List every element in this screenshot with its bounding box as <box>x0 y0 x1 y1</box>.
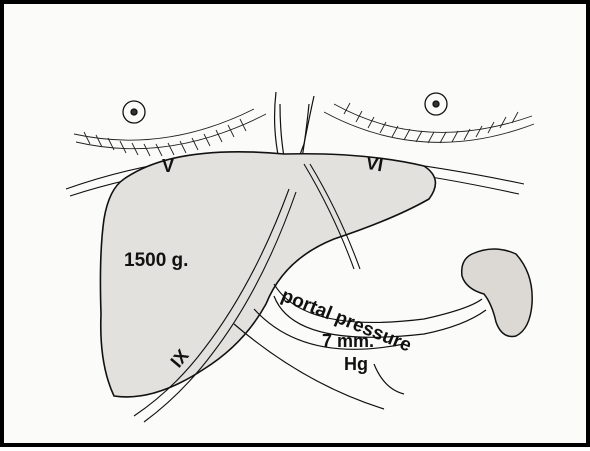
right-chest-hatching <box>324 103 534 143</box>
left-chest-hatching <box>74 109 266 156</box>
left-nipple <box>123 101 145 123</box>
rib-label-vi: VI <box>364 153 384 176</box>
rib-label-v: V <box>162 156 174 176</box>
liver-portal-illustration: 1500 g. V VI IX portal pressure 7 mm. Hg <box>4 4 590 451</box>
pressure-unit-label: Hg <box>344 354 368 374</box>
right-nipple <box>425 93 447 115</box>
pressure-value-label: 7 mm. <box>322 331 374 351</box>
spleen <box>462 249 532 336</box>
liver-mass-label: 1500 g. <box>124 250 188 271</box>
liver <box>100 152 435 397</box>
